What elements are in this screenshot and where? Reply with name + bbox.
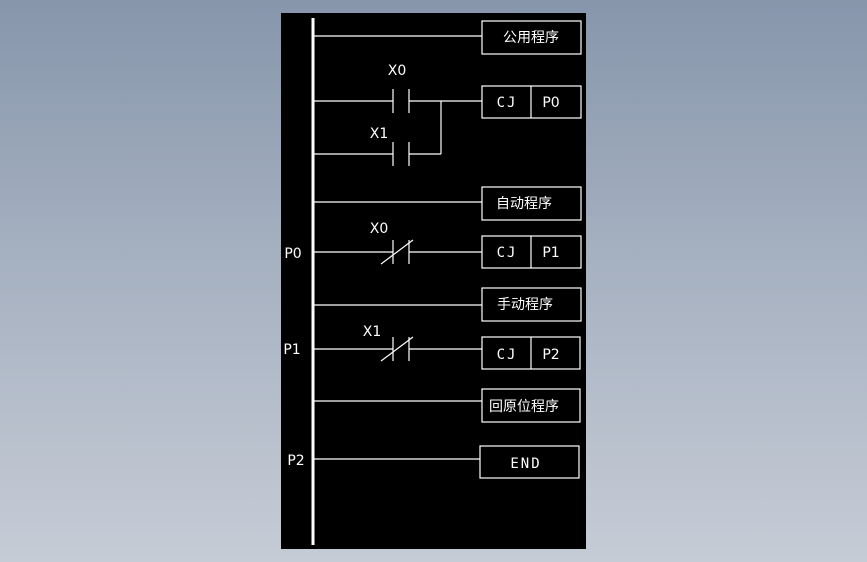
function-box <box>481 287 582 322</box>
instruction-cj: CJ <box>497 245 518 261</box>
rung-jump-p2: P1 X1 CJ P2 <box>283 324 581 370</box>
end-instruction-label: END <box>510 456 541 472</box>
rung-jump-p0: X0 X1 CJ P0 <box>313 63 582 166</box>
function-box-label: 回原位程序 <box>489 399 559 415</box>
pointer-label-p2: P2 <box>287 453 304 469</box>
rung-auto-program: 自动程序 <box>313 186 582 221</box>
rung-end: P2 END <box>287 445 580 479</box>
instruction-cj: CJ <box>497 95 518 111</box>
contact-nc-x0-slash <box>380 239 414 265</box>
rung-common-program: 公用程序 <box>313 20 582 55</box>
rung-manual-program: 手动程序 <box>313 287 582 322</box>
function-box <box>481 20 582 55</box>
jump-target-p2: P2 <box>542 347 559 363</box>
function-box <box>481 388 581 423</box>
rung-jump-p1: P0 X0 CJ P1 <box>284 221 582 269</box>
drawing-area <box>281 13 586 549</box>
contact-x1-label: X1 <box>370 126 389 142</box>
jump-target-p0: P0 <box>542 95 559 111</box>
function-box-label: 手动程序 <box>497 297 553 313</box>
contact-x0-label: X0 <box>388 63 407 79</box>
jump-target-p1: P1 <box>542 245 559 261</box>
contact-x1-label: X1 <box>363 324 382 340</box>
pointer-label-p1: P1 <box>283 342 300 358</box>
instruction-cj: CJ <box>497 347 518 363</box>
function-box <box>481 186 582 221</box>
pointer-label-p0: P0 <box>284 246 301 262</box>
end-instruction-box <box>479 445 580 479</box>
function-box-label: 公用程序 <box>503 30 559 46</box>
function-box-label: 自动程序 <box>496 196 552 212</box>
rung-home-return-program: 回原位程序 <box>313 388 581 423</box>
contact-nc-x1-slash <box>380 336 414 362</box>
contact-x0-label: X0 <box>370 221 389 237</box>
